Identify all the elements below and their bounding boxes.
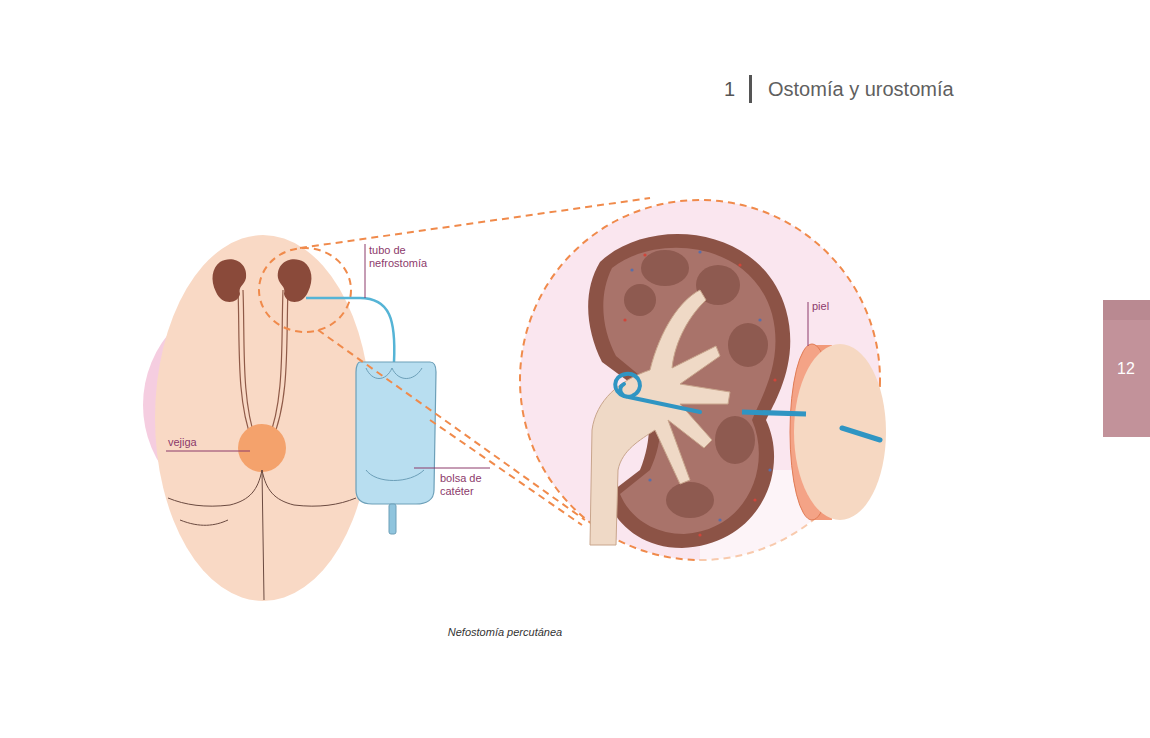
zoom-circle-small [259, 248, 351, 332]
part-label: bolsa de catéter [440, 472, 500, 497]
nephrostomy-tube-section [842, 428, 880, 440]
bag-spout [389, 504, 396, 534]
vessel-dots [623, 253, 776, 536]
part-label: piel [812, 300, 829, 313]
leader-lines [166, 244, 808, 468]
running-header: Ostomía y urostomía [768, 78, 954, 101]
kidney-section [588, 234, 790, 548]
bag-detail [366, 368, 422, 379]
vessel-dots [630, 250, 771, 521]
header-divider [749, 75, 752, 103]
bladder [238, 424, 286, 472]
skin-face [794, 344, 886, 520]
renal-pelvis [590, 290, 730, 545]
catheter-bag [356, 362, 436, 504]
part-label: tubo de nefrostomía [369, 244, 441, 269]
chapter-number: 1 [724, 78, 735, 101]
page-number: 12 [1117, 360, 1135, 378]
right-kidney [278, 259, 312, 302]
page-tab [1103, 300, 1150, 437]
body-lines [168, 470, 356, 600]
body-outline [155, 235, 371, 601]
figure-caption: Nefostomía percutánea [448, 626, 562, 639]
part-label: vejiga [168, 436, 197, 449]
ureters [238, 290, 288, 440]
bag-detail [366, 470, 424, 481]
page-tab-shade [1103, 300, 1150, 320]
nephrostomy-tube-section [742, 412, 806, 414]
left-kidney [213, 259, 247, 302]
nephrostomy-tube-section [615, 374, 700, 412]
